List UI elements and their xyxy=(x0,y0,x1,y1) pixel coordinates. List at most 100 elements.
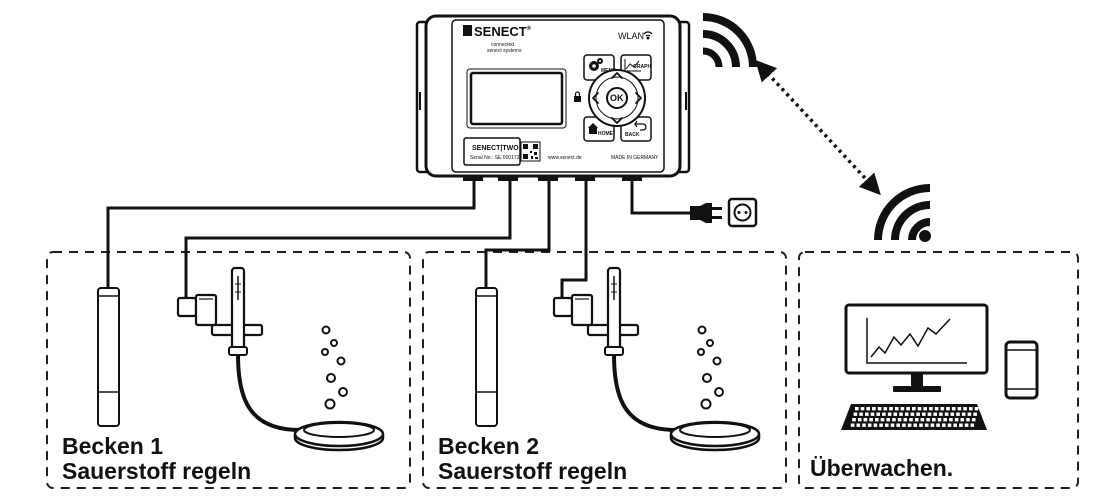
keyboard-key xyxy=(969,407,973,411)
flow-meter-icon xyxy=(228,266,248,356)
keyboard-key xyxy=(856,423,861,427)
keyboard-key xyxy=(894,407,899,411)
keyboard-key xyxy=(899,412,903,416)
keyboard-key xyxy=(949,418,953,422)
keyboard-key xyxy=(922,412,926,416)
keyboard-key xyxy=(920,418,925,422)
keyboard-key xyxy=(960,418,965,422)
keyboard-key xyxy=(867,423,872,427)
back-arrow-icon xyxy=(634,120,647,131)
keyboard-key xyxy=(974,407,979,411)
zone-becken-2 xyxy=(422,251,787,489)
wifi-icon xyxy=(702,13,757,68)
oxygen-sensor-icon xyxy=(475,287,498,427)
keyboard-key xyxy=(912,407,916,411)
keyboard-key xyxy=(927,412,932,416)
keyboard-key xyxy=(966,418,970,422)
keyboard-key xyxy=(917,407,922,411)
website-label: www.senect.de xyxy=(548,155,582,161)
keyboard-key xyxy=(953,423,957,427)
keyboard-key xyxy=(866,407,870,411)
keyboard-key xyxy=(890,423,895,427)
wlan-label: WLAN xyxy=(618,31,644,41)
arrow-left-icon[interactable] xyxy=(592,92,599,104)
air-diffuser-icon xyxy=(293,420,385,452)
keyboard-key xyxy=(954,418,959,422)
zone-becken-1 xyxy=(46,251,411,489)
keyboard-key xyxy=(860,407,865,411)
navigation-pad[interactable]: OK xyxy=(588,69,646,127)
svg-text:GRAPH: GRAPH xyxy=(633,64,651,70)
chart-line-icon xyxy=(866,318,967,364)
keyboard-key xyxy=(930,423,935,427)
keyboard-key xyxy=(879,423,883,427)
keyboard-key xyxy=(961,412,966,416)
keyboard-key xyxy=(906,407,910,411)
keyboard-key xyxy=(883,407,888,411)
brand-tagline-2: senect systems xyxy=(487,48,522,54)
keyboard-key xyxy=(916,412,920,416)
qr-code-icon xyxy=(520,141,541,162)
ok-button[interactable] xyxy=(606,87,628,109)
keyboard-key xyxy=(944,412,949,416)
keyboard-key xyxy=(913,423,918,427)
solenoid-valve-icon xyxy=(552,293,640,337)
keyboard-key xyxy=(967,412,972,416)
arrow-up-icon[interactable] xyxy=(611,72,623,79)
keyboard-key xyxy=(914,418,919,422)
lcd-display xyxy=(469,71,564,126)
keyboard-key xyxy=(924,423,929,427)
keyboard-key xyxy=(950,412,955,416)
keyboard-key xyxy=(882,412,886,416)
keyboard-key xyxy=(963,407,967,411)
keyboard-key xyxy=(909,418,913,422)
keyboard-key xyxy=(892,418,896,422)
keyboard-key xyxy=(964,423,969,427)
keyboard-key xyxy=(852,418,856,422)
keyboard-key xyxy=(973,412,977,416)
keyboard-key xyxy=(872,407,876,411)
keyboard-key xyxy=(959,423,963,427)
keyboard-key xyxy=(863,418,868,422)
keyboard-key xyxy=(957,407,962,411)
keyboard-key xyxy=(902,423,906,427)
keyboard-key xyxy=(937,418,942,422)
keyboard-key xyxy=(942,423,946,427)
air-diffuser-icon xyxy=(669,420,761,452)
keyboard-key xyxy=(932,418,936,422)
keyboard-key xyxy=(873,423,878,427)
arrow-down-icon[interactable] xyxy=(611,117,623,124)
keyboard-key xyxy=(880,418,885,422)
keyboard-key xyxy=(857,418,862,422)
brand-logo-mark xyxy=(463,25,472,36)
keyboard-key xyxy=(970,423,975,427)
brand-tagline-1: connected xyxy=(491,42,514,48)
keyboard-key xyxy=(907,423,912,427)
brand-logo: SENECT® xyxy=(474,24,532,39)
lock-icon xyxy=(574,91,581,102)
power-plug-icon xyxy=(690,203,722,223)
gear-icon xyxy=(589,58,603,71)
wifi-receiver-icon xyxy=(874,184,931,242)
model-label: SENECT|TWO xyxy=(472,145,519,152)
keyboard-key xyxy=(904,412,909,416)
keyboard-key xyxy=(946,407,950,411)
keyboard-key xyxy=(929,407,933,411)
keyboard-key xyxy=(956,412,960,416)
keyboard-key xyxy=(889,407,893,411)
keyboard-key xyxy=(885,423,889,427)
svg-text:BACK: BACK xyxy=(625,132,640,138)
zone-3-title: Überwachen. xyxy=(810,455,953,481)
home-icon xyxy=(588,123,598,134)
power-socket-icon xyxy=(727,197,758,228)
keyboard-key xyxy=(943,418,947,422)
keyboard-key xyxy=(897,418,902,422)
made-in-label: MADE IN GERMANY xyxy=(611,155,659,161)
oxygen-sensor-icon xyxy=(97,287,120,427)
air-bubbles-icon xyxy=(321,325,348,410)
keyboard-key xyxy=(910,412,915,416)
arrow-right-icon[interactable] xyxy=(635,92,642,104)
svg-text:OK: OK xyxy=(610,93,624,103)
smartphone-icon xyxy=(1004,340,1039,400)
